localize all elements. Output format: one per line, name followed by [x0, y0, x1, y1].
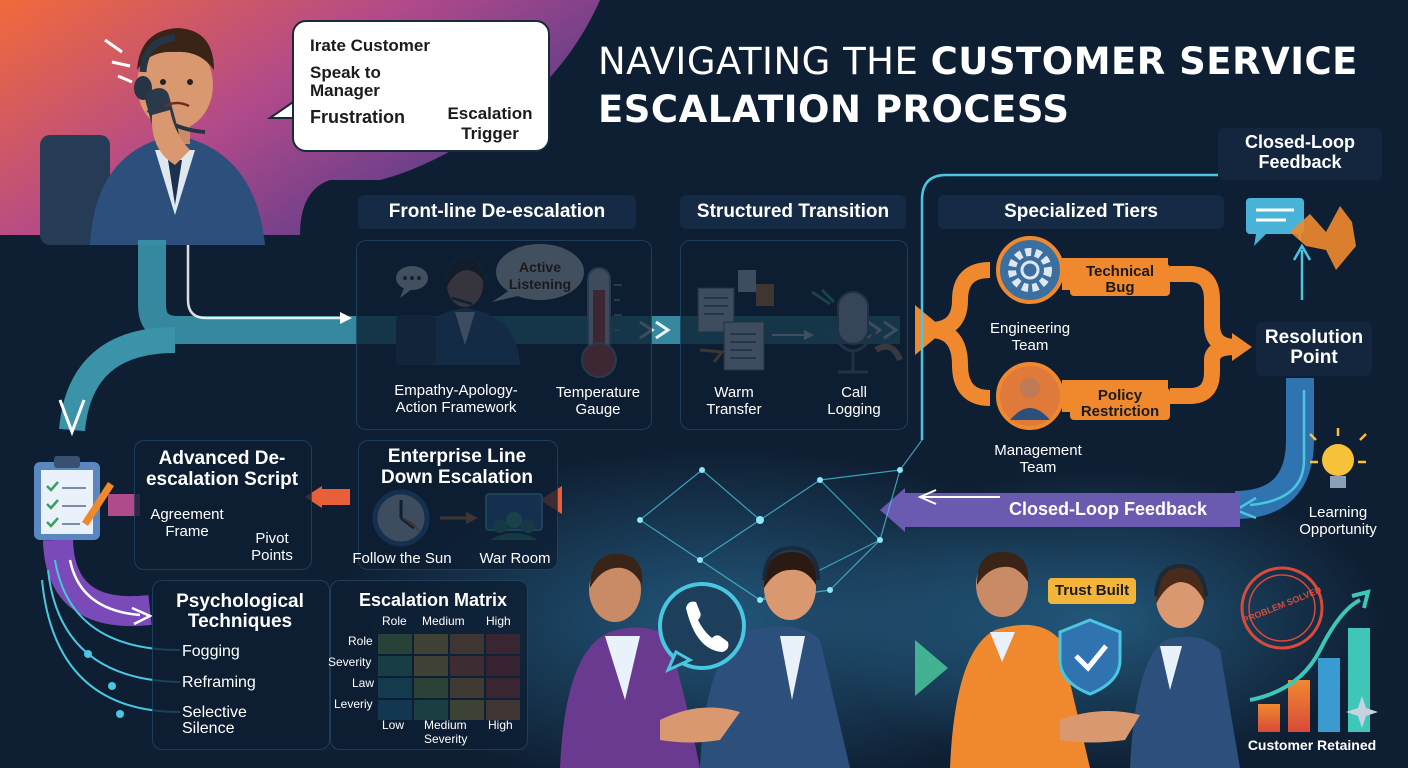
reframing-label: Reframing	[182, 674, 256, 691]
specialized-tiers-header: Specialized Tiers	[938, 195, 1224, 229]
trust-built-illustration	[950, 551, 1240, 768]
selective-label: Selective	[182, 704, 247, 721]
psych-panel	[152, 580, 330, 750]
advanced-script-panel	[134, 440, 312, 570]
speak-to-label: Speak to	[310, 63, 381, 82]
problem-solved-stamp	[1240, 566, 1324, 650]
matrix-row-role: Role	[348, 634, 373, 648]
frontline-panel	[356, 240, 652, 430]
matrix-row-severity: Severity	[328, 655, 372, 669]
matrix-row-law: Law	[352, 676, 375, 690]
main-flow-band	[138, 240, 900, 344]
handshake-agents-illustration	[560, 545, 850, 768]
feedback-icon	[1246, 198, 1356, 270]
customer-retained-label: Customer Retained	[1247, 737, 1377, 753]
left-curve	[59, 327, 176, 432]
transition-panel	[680, 240, 908, 430]
manager-icon	[996, 362, 1064, 430]
frontline-header: Front-line De-escalation	[358, 195, 636, 229]
matrix-bottom-medium: Medium	[424, 718, 467, 732]
matrix-panel	[330, 580, 528, 750]
customer-speech-bubble: Irate Customer Speak to Manager Frustrat…	[292, 20, 550, 152]
transition-header: Structured Transition	[680, 195, 906, 229]
clipboard-icon	[34, 456, 114, 540]
follow-the-sun-label: Follow the Sun	[352, 550, 452, 567]
matrix-col-medium: Medium	[422, 614, 465, 628]
lightbulb-icon	[1309, 428, 1367, 488]
irate-customer-illustration	[40, 28, 265, 245]
matrix-title: Escalation Matrix	[358, 590, 508, 610]
title-light: NAVIGATING THE	[598, 40, 931, 83]
title-bold: CUSTOMER SERVICE	[930, 40, 1358, 83]
matrix-row-leveriy: Leveriy	[334, 697, 373, 711]
matrix-col-role: Role	[382, 614, 407, 628]
fogging-label: Fogging	[182, 643, 240, 660]
eaa-framework-label: Empathy-Apology-Action Framework	[394, 382, 518, 416]
manager-label: Manager	[310, 81, 380, 100]
irate-customer-label: Irate Customer	[310, 36, 430, 55]
title-line2: ESCALATION PROCESS	[598, 88, 1070, 131]
silence-label: Silence	[182, 720, 235, 737]
page-title: NAVIGATING THE CUSTOMER SERVICE ESCALATI…	[598, 38, 1378, 134]
frustration-label: Frustration	[310, 107, 406, 127]
advanced-script-title: Advanced De-escalation Script	[145, 448, 299, 490]
enterprise-panel	[358, 440, 558, 570]
gear-icon	[996, 236, 1064, 304]
matrix-bottom-severity: Severity	[424, 732, 468, 746]
matrix-col-high: High	[486, 614, 511, 628]
growth-bar-chart	[1249, 589, 1378, 732]
shield-check-icon	[1058, 618, 1122, 696]
trust-built-label: Trust Built	[1054, 582, 1130, 599]
war-room-label: War Room	[479, 550, 551, 567]
closed-loop-feedback-label: Closed-Loop Feedback	[1008, 499, 1208, 519]
phone-icon	[658, 582, 746, 673]
matrix-bottom-high: High	[488, 718, 513, 732]
matrix-bottom-low: Low	[382, 718, 405, 732]
